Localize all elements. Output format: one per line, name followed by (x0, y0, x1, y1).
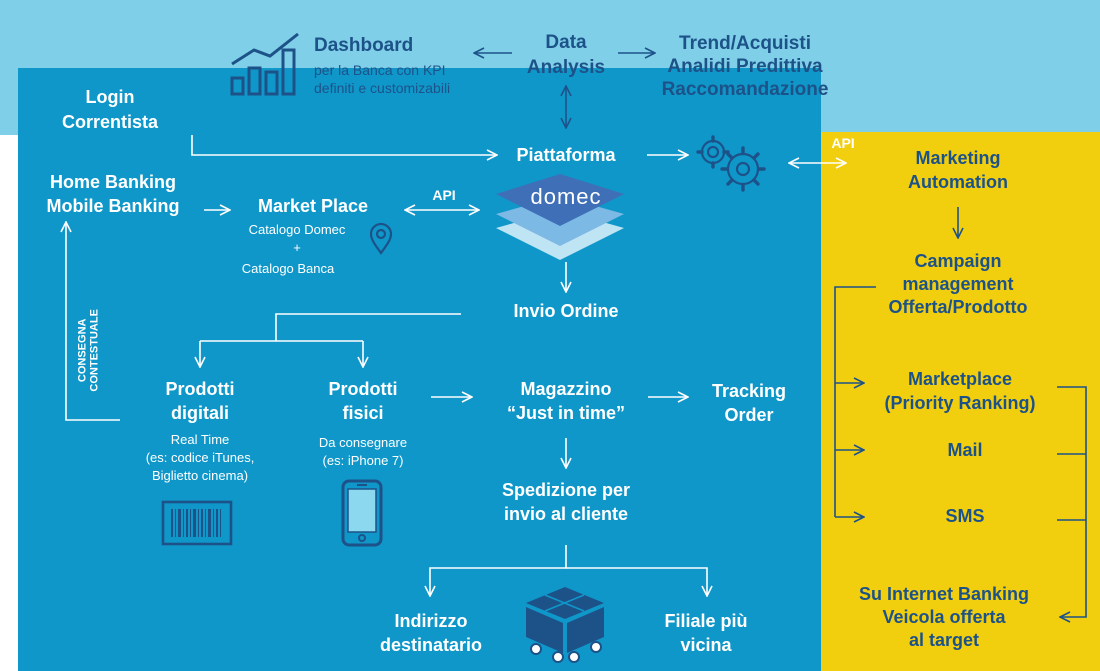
filiale-line1: Filiale più (664, 611, 748, 631)
login-tab (18, 68, 208, 138)
campaign-line3: Offerta/Prodotto (888, 297, 1028, 317)
magazzino-line2: “Just in time” (506, 403, 626, 423)
invio-ordine: Invio Ordine (513, 301, 619, 321)
filiale-line2: vicina (680, 635, 732, 655)
catalogo-plus: + (293, 240, 301, 255)
fisici-desc-line2: (es: iPhone 7) (322, 453, 404, 468)
campaign-bracket (834, 286, 876, 517)
internet-banking-line1: Su Internet Banking (858, 584, 1029, 604)
indirizzo-line1: Indirizzo (394, 611, 468, 631)
campaign-line1: Campaign (914, 251, 1002, 271)
gears-icon (696, 135, 766, 192)
tracking-line1: Tracking (711, 381, 787, 401)
arrow-consegna-contestuale (66, 222, 120, 421)
internet-banking-line3: al target (908, 630, 980, 650)
dashboard-desc-line1: per la Banca con KPI (314, 62, 446, 78)
digitali-desc-line3: Biglietto cinema) (151, 468, 249, 483)
api-market-label: API (432, 187, 456, 203)
trend-line2: Analidi Predittiva (667, 56, 823, 77)
spedizione-line2: invio al cliente (503, 504, 629, 524)
spedizione-branch-right (566, 567, 707, 596)
sms-channel: SMS (945, 506, 985, 526)
tracking-line2: Order (724, 405, 774, 425)
domec-logo-text: domec (530, 184, 602, 209)
ordine-branch (275, 313, 461, 341)
login-line1: Login (85, 87, 135, 107)
home-banking-line2: Mobile Banking (46, 196, 180, 216)
arrow-login-to-platform (191, 135, 497, 155)
marketing-automation-line1: Marketing (915, 148, 1001, 168)
smartphone-icon (341, 479, 383, 547)
mail-channel: Mail (947, 440, 983, 460)
home-banking-line1: Home Banking (49, 172, 177, 192)
marketing-automation-line2: Automation (908, 172, 1008, 192)
data-analysis-line2: Analysis (526, 57, 606, 78)
api-marketing-label: API (831, 135, 855, 151)
catalogo-domec: Catalogo Domec (248, 222, 346, 237)
indirizzo-line2: destinatario (379, 635, 483, 655)
dashboard-title: Dashboard (314, 35, 414, 56)
prodotti-fisici-line1: Prodotti (328, 379, 398, 399)
trend-line1: Trend/Acquisti (679, 33, 811, 54)
domec-layers-icon (496, 174, 624, 260)
consegna-contestuale-line2: CONTESTUALE (88, 309, 101, 392)
channels-bracket (1057, 386, 1087, 617)
marketing-panel (821, 132, 1100, 671)
fisici-desc-line1: Da consegnare (318, 435, 408, 450)
market-place-title: Market Place (257, 196, 369, 216)
consegna-contestuale-line1: CONSEGNA (76, 318, 89, 383)
marketplace-channel-line2: (Priority Ranking) (884, 393, 1036, 413)
spedizione-line1: Spedizione per (501, 480, 631, 500)
login-line2: Correntista (61, 112, 159, 132)
prodotti-fisici-line2: fisici (342, 403, 384, 423)
catalogo-banca: Catalogo Banca (241, 261, 335, 276)
data-analysis-line1: Data (545, 32, 587, 53)
barcode-icon (161, 500, 233, 546)
internet-banking-line2: Veicola offerta (882, 607, 1006, 627)
prodotti-digitali-line1: Prodotti (165, 379, 235, 399)
prodotti-digitali-line2: digitali (171, 403, 229, 423)
delivery-box-icon (526, 587, 604, 663)
location-pin-icon (369, 222, 393, 255)
bar-chart-icon (230, 32, 299, 96)
trend-line3: Raccomandazione (661, 79, 829, 100)
magazzino-line1: Magazzino (520, 379, 612, 399)
spedizione-branch (430, 545, 567, 596)
piattaforma-label: Piattaforma (516, 145, 616, 165)
marketplace-channel-line1: Marketplace (907, 369, 1013, 389)
digitali-desc-line1: Real Time (170, 432, 230, 447)
digitali-desc-line2: (es: codice iTunes, (145, 450, 255, 465)
dashboard-desc-line2: definiti e customizabili (314, 80, 451, 96)
campaign-line2: management (902, 274, 1014, 294)
